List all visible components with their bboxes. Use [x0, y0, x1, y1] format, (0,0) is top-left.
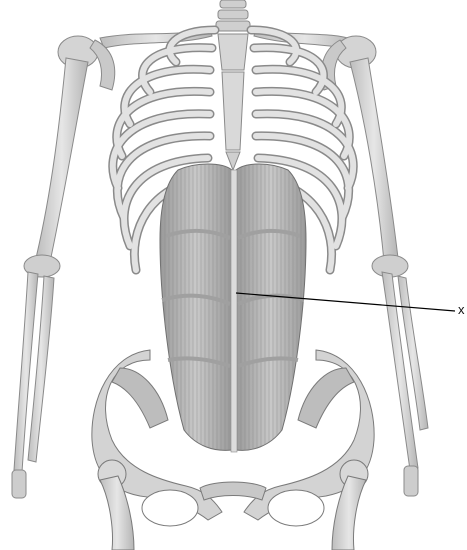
linea-alba: [231, 170, 237, 452]
rectus-abdominis-muscle: [160, 164, 306, 452]
sternum: [218, 34, 248, 170]
cervical-spine: [216, 0, 250, 31]
structure-label: x: [458, 302, 465, 317]
